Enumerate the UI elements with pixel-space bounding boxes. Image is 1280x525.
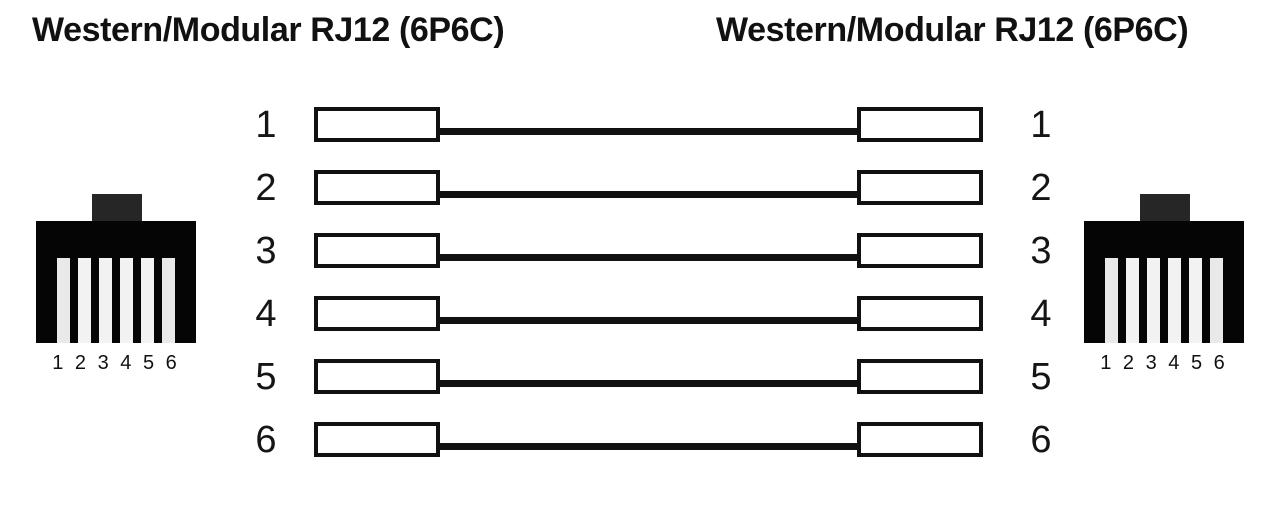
wire-1 <box>438 128 859 135</box>
jack-pin-2-icon <box>1126 258 1139 343</box>
left-pin-pad-3 <box>314 233 440 268</box>
right-pin-pad-3 <box>857 233 983 268</box>
right-pin-number-2: 2 <box>1030 167 1052 209</box>
jack-pin-3-icon <box>1147 258 1160 343</box>
jack-pin-5-icon <box>141 258 154 343</box>
right-pin-pad-1 <box>857 107 983 142</box>
right-pin-number-4: 4 <box>1030 293 1052 335</box>
wire-2 <box>438 191 859 198</box>
jack-latch-tab-icon <box>92 194 142 222</box>
rj12-jack-right: 1 2 3 4 5 6 <box>1084 194 1244 394</box>
wire-5 <box>438 380 859 387</box>
page-title-right: Western/Modular RJ12 (6P6C) <box>716 11 1189 49</box>
left-pin-pad-2 <box>314 170 440 205</box>
wire-4 <box>438 317 859 324</box>
jack-pin-2-icon <box>78 258 91 343</box>
jack-pin-6-icon <box>162 258 175 343</box>
wiring-row-3: 3 3 <box>0 231 1280 271</box>
right-pin-pad-4 <box>857 296 983 331</box>
right-pin-pad-5 <box>857 359 983 394</box>
left-pin-pad-4 <box>314 296 440 331</box>
wiring-row-2: 2 2 <box>0 168 1280 208</box>
jack-pin-3-icon <box>99 258 112 343</box>
jack-pin-4-icon <box>120 258 133 343</box>
left-pin-pad-1 <box>314 107 440 142</box>
left-pin-number-1: 1 <box>255 104 277 146</box>
wire-6 <box>438 443 859 450</box>
left-pin-number-5: 5 <box>255 356 277 398</box>
left-pin-pad-5 <box>314 359 440 394</box>
left-pin-number-4: 4 <box>255 293 277 335</box>
left-pin-number-2: 2 <box>255 167 277 209</box>
jack-pin-number-strip-right: 1 2 3 4 5 6 <box>1100 352 1228 374</box>
jack-latch-tab-icon <box>1140 194 1190 222</box>
right-pin-pad-6 <box>857 422 983 457</box>
right-pin-number-6: 6 <box>1030 419 1052 461</box>
wiring-row-6: 6 6 <box>0 420 1280 460</box>
left-pin-pad-6 <box>314 422 440 457</box>
right-pin-number-5: 5 <box>1030 356 1052 398</box>
wiring-row-5: 5 5 <box>0 357 1280 397</box>
wiring-row-1: 1 1 <box>0 105 1280 145</box>
left-pin-number-6: 6 <box>255 419 277 461</box>
right-pin-number-3: 3 <box>1030 230 1052 272</box>
wire-3 <box>438 254 859 261</box>
jack-pin-6-icon <box>1210 258 1223 343</box>
jack-pin-4-icon <box>1168 258 1181 343</box>
jack-pin-group-right <box>1084 221 1244 343</box>
right-pin-number-1: 1 <box>1030 104 1052 146</box>
jack-pin-group-left <box>36 221 196 343</box>
right-pin-pad-2 <box>857 170 983 205</box>
left-pin-number-3: 3 <box>255 230 277 272</box>
jack-pin-number-strip-left: 1 2 3 4 5 6 <box>52 352 180 374</box>
wiring-row-4: 4 4 <box>0 294 1280 334</box>
jack-pin-5-icon <box>1189 258 1202 343</box>
jack-pin-1-icon <box>57 258 70 343</box>
rj12-jack-left: 1 2 3 4 5 6 <box>36 194 196 394</box>
jack-pin-1-icon <box>1105 258 1118 343</box>
page-title-left: Western/Modular RJ12 (6P6C) <box>32 11 505 49</box>
